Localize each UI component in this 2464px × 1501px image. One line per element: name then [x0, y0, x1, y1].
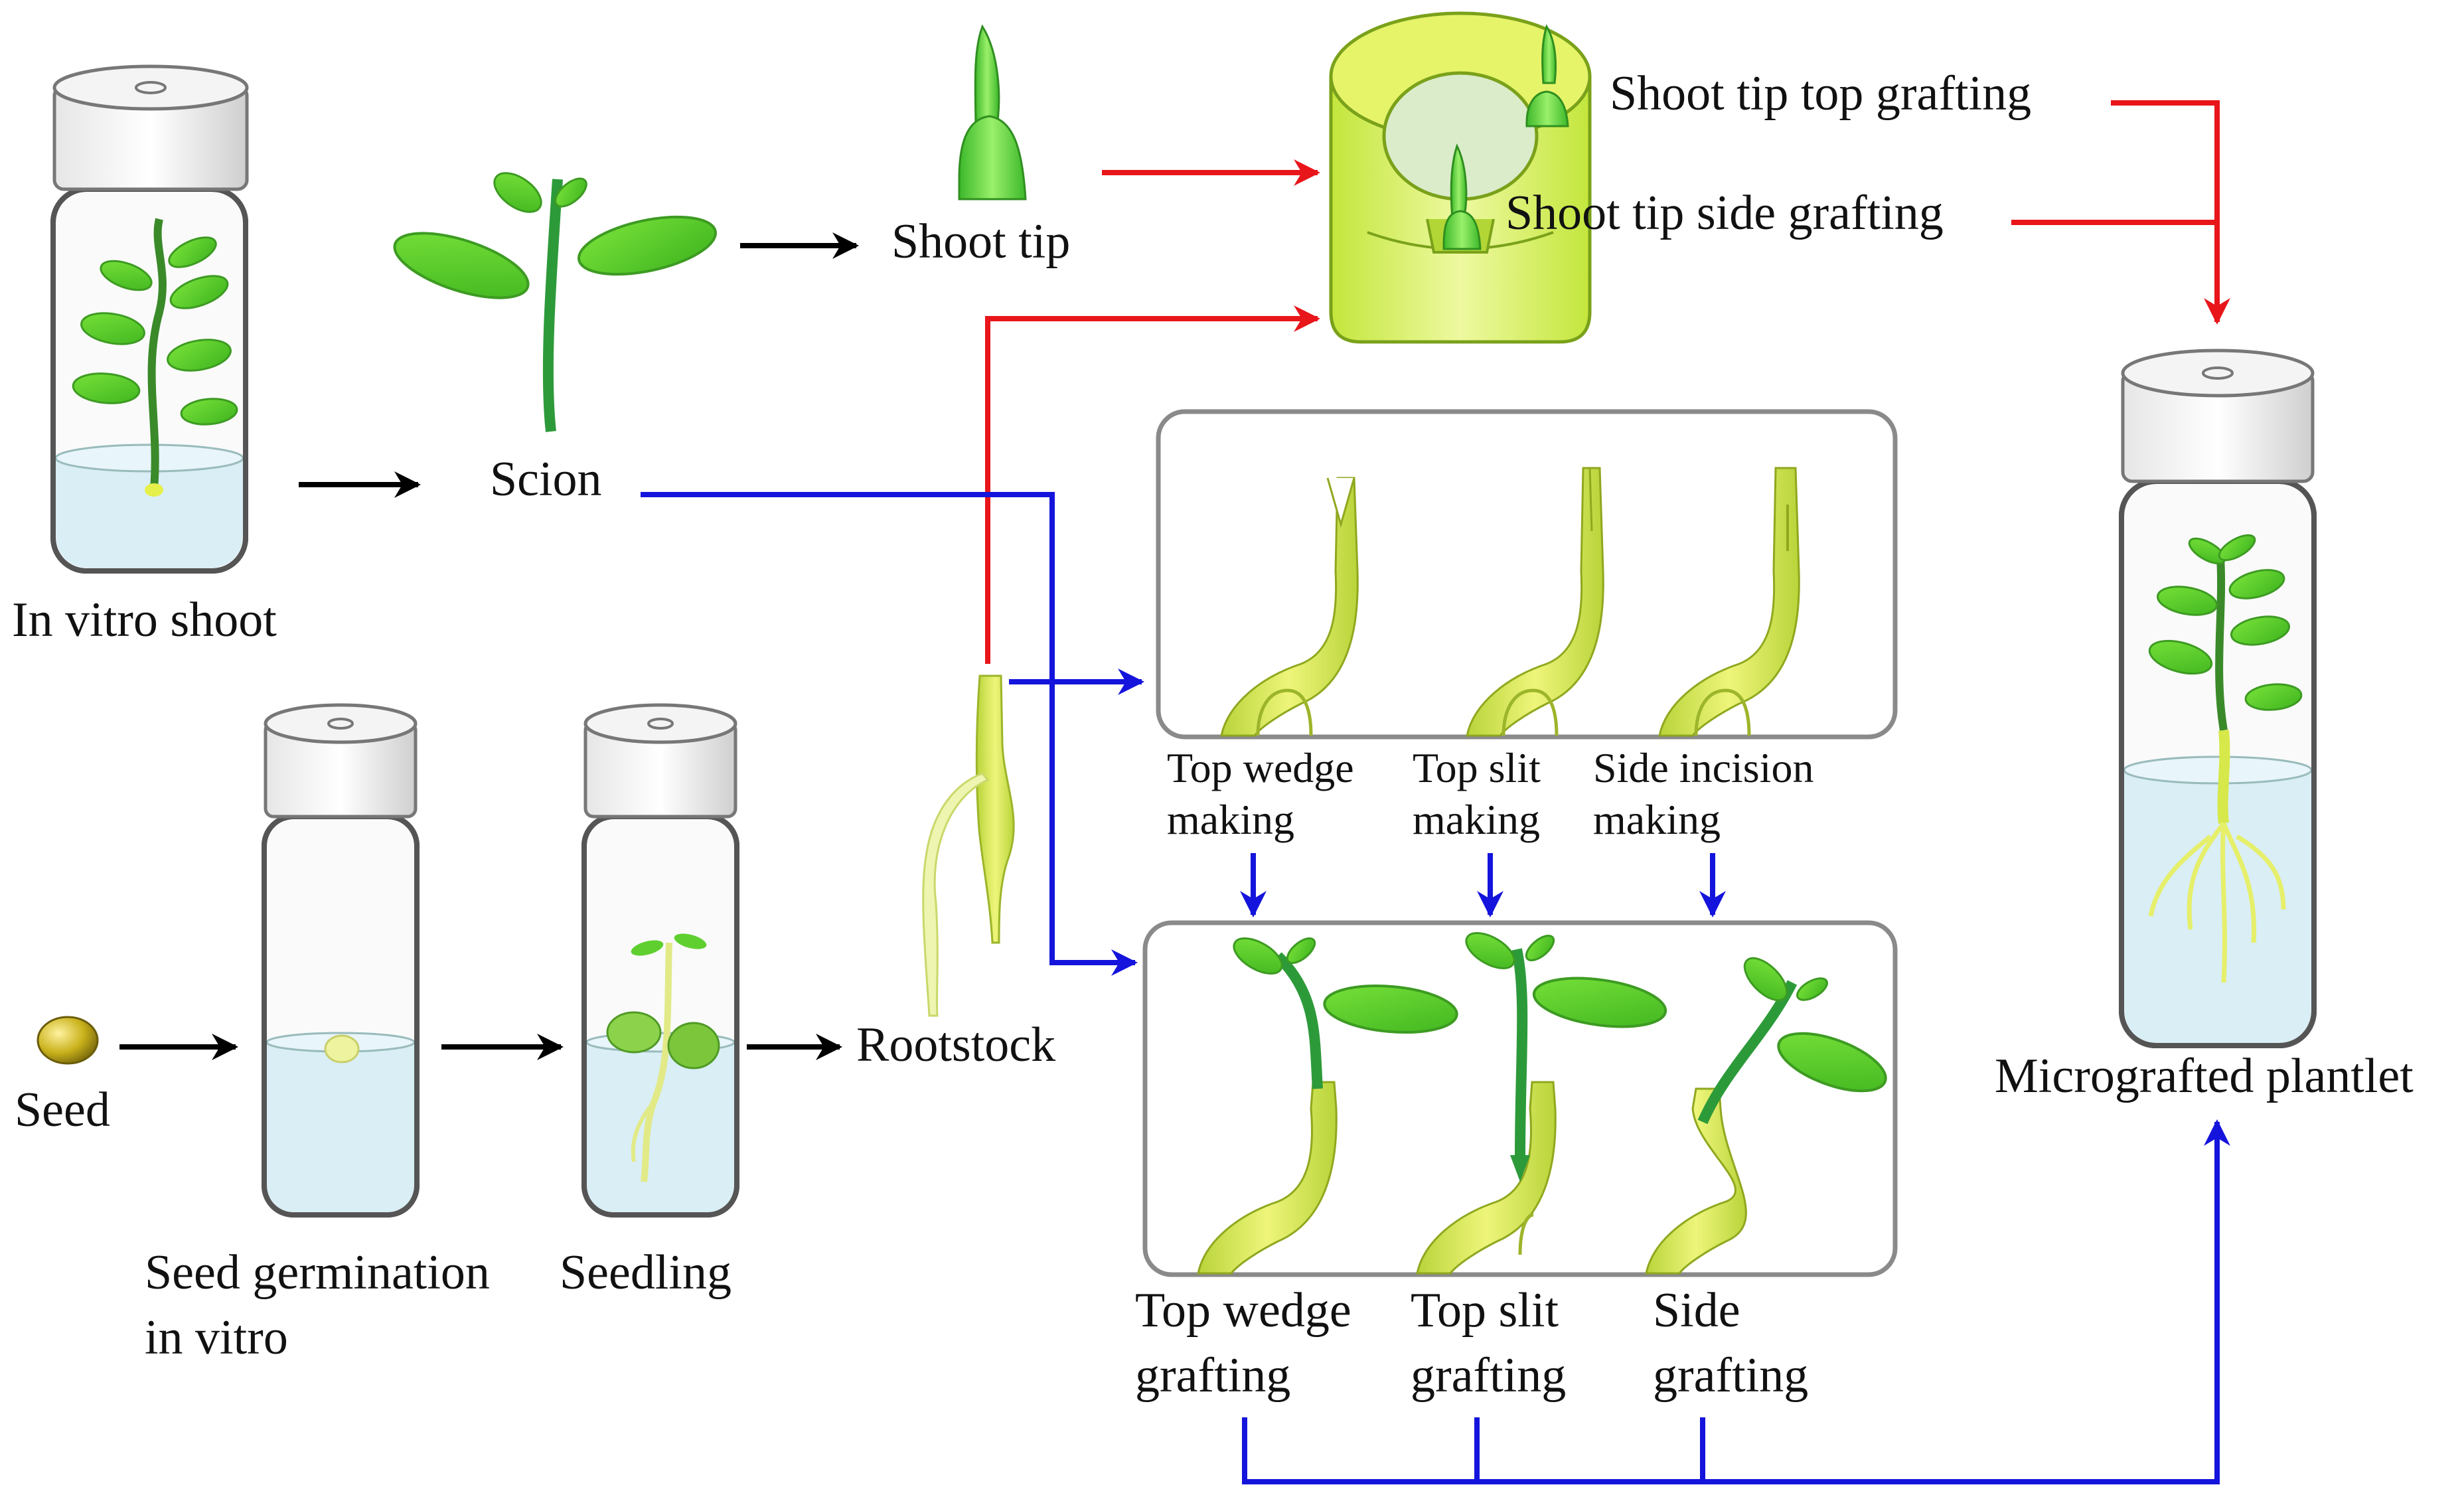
label-top-slit-making-line2: making: [1413, 796, 1540, 843]
label-seed-germination-line2: in vitro: [145, 1310, 288, 1365]
shoot-tip-grafting-icon: [1329, 11, 1592, 344]
label-scion: Scion: [490, 452, 602, 507]
label-top-slit-making-line1: Top slit: [1413, 744, 1541, 791]
micrografted-plantlet-plant: [2148, 534, 2303, 983]
grafting-panel: [1142, 920, 1898, 1277]
label-seed: Seed: [15, 1083, 110, 1137]
label-shoot-tip-top-grafting: Shoot tip top grafting: [1610, 66, 2032, 121]
label-top-wedge-making: Top wedge making: [1167, 742, 1354, 846]
scion-icon: [393, 172, 718, 432]
label-side-grafting: Side grafting: [1653, 1278, 1808, 1408]
label-in-vitro-shoot: In vitro shoot: [12, 593, 277, 647]
label-micrografted-plantlet: Micrografted plantlet: [1995, 1049, 2414, 1103]
label-side-grafting-line2: grafting: [1653, 1348, 1809, 1403]
label-side-incision-making: Side incision making: [1593, 742, 1813, 846]
label-side-grafting-line1: Side: [1653, 1283, 1740, 1338]
culture-tube-icon: [262, 703, 420, 1218]
blue-arrows: [641, 492, 2230, 1484]
label-seed-germination: Seed germination in vitro: [145, 1240, 490, 1370]
label-seedling: Seedling: [560, 1245, 732, 1300]
in-vitro-shoot-plant: [72, 218, 238, 497]
label-shoot-tip-side-grafting: Shoot tip side grafting: [1505, 186, 1944, 240]
label-top-wedge-grafting-line1: Top wedge: [1135, 1283, 1351, 1338]
rootstock-icon: [922, 674, 1015, 1017]
label-top-slit-grafting: Top slit grafting: [1411, 1278, 1566, 1408]
rootstock-cut-panel: [1156, 409, 1898, 740]
label-top-wedge-grafting-line2: grafting: [1135, 1348, 1291, 1403]
label-top-wedge-making-line2: making: [1167, 796, 1294, 843]
red-arrows: [985, 100, 2230, 664]
label-seed-germination-line1: Seed germination: [145, 1245, 490, 1300]
label-side-incision-making-line1: Side incision: [1593, 744, 1814, 791]
label-top-slit-grafting-line1: Top slit: [1411, 1283, 1559, 1338]
label-top-wedge-making-line1: Top wedge: [1167, 744, 1354, 791]
label-shoot-tip: Shoot tip: [891, 214, 1071, 269]
label-top-wedge-grafting: Top wedge grafting: [1135, 1278, 1351, 1408]
label-top-slit-grafting-line2: grafting: [1411, 1348, 1567, 1403]
shoot-tip-icon: [958, 24, 1027, 200]
seedling-plant: [606, 933, 720, 1182]
label-rootstock: Rootstock: [856, 1018, 1056, 1072]
culture-tube-icon: [581, 703, 739, 1218]
seed-icon: [37, 1016, 99, 1065]
label-top-slit-making: Top slit making: [1413, 742, 1541, 846]
black-arrows: [119, 232, 859, 1060]
label-side-incision-making-line2: making: [1593, 796, 1721, 843]
